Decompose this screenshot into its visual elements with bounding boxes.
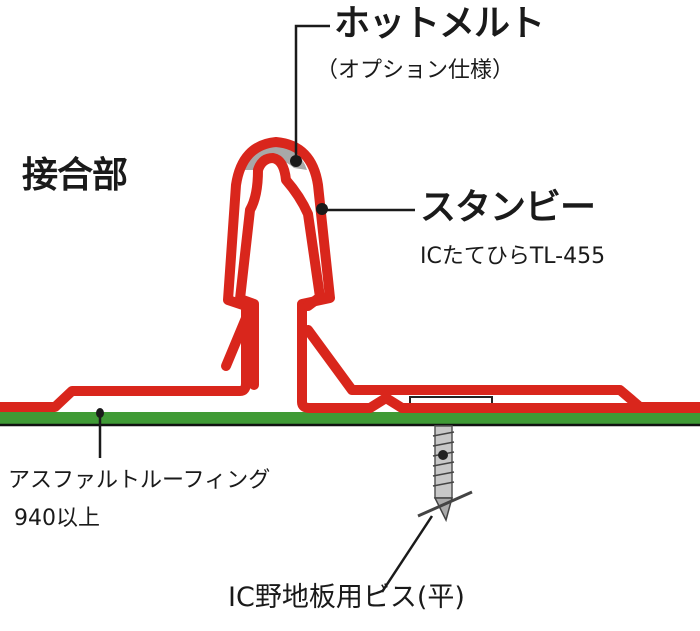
- hot-melt-note: （オプション仕様）: [316, 58, 515, 83]
- leader-dots: [96, 155, 328, 418]
- roofing-label: アスファルトルーフィング: [8, 468, 271, 493]
- screw-label: IC野地板用ビス(平): [228, 582, 465, 613]
- leader-screw: [380, 515, 434, 593]
- leader-lines: [98, 24, 434, 593]
- roof-panel-profile: [0, 137, 700, 413]
- roofing-spec: 940以上: [14, 506, 100, 531]
- stanby-model: ICたてひらTL-455: [420, 244, 606, 269]
- hot-melt-label: ホットメルト: [334, 3, 545, 44]
- joint-label: 接合部: [22, 155, 128, 196]
- leader-hot-melt: [294, 24, 330, 158]
- screw-icon: [417, 425, 473, 523]
- asphalt-roofing-layer: [0, 412, 700, 424]
- stanby-label: スタンビー: [420, 187, 596, 228]
